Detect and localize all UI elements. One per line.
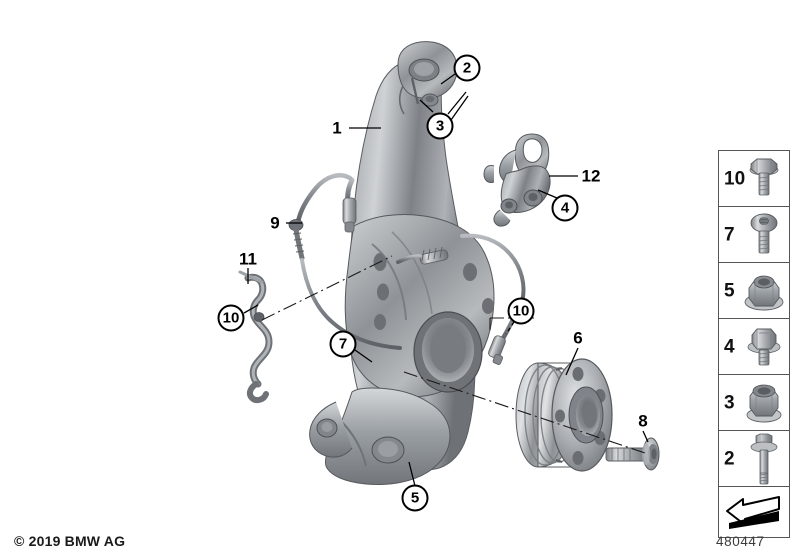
copyright-notice: © 2019 BMW AG — [14, 533, 126, 549]
diagram-part-number: 480447 — [716, 534, 765, 549]
legend-number-10: 10 — [724, 168, 746, 189]
legend-number-3: 3 — [724, 392, 735, 413]
callout-7: 7 — [329, 330, 357, 358]
legend-row-7: 7 — [719, 207, 789, 263]
legend-row-5: 5 — [719, 263, 789, 319]
callout-10-left: 10 — [217, 304, 245, 332]
hex-flange-nut-icon — [746, 384, 782, 422]
callout-10-right: 10 — [507, 297, 535, 325]
legend-row-2: 2 — [719, 431, 789, 487]
callout-1: 1 — [332, 118, 342, 138]
callout-6: 6 — [573, 328, 583, 348]
long-hex-bolt-icon — [750, 433, 778, 484]
hub-bolt — [605, 437, 660, 471]
callout-8: 8 — [638, 411, 648, 431]
legend-number-2: 2 — [724, 448, 735, 469]
steering-knuckle — [309, 41, 495, 485]
legend-row-10: 10 — [719, 151, 789, 207]
legend-number-4: 4 — [724, 336, 735, 357]
abs-wheel-speed-sensor — [288, 173, 402, 350]
legend-row-3: 3 — [719, 375, 789, 431]
sensor-cable-bracket — [238, 270, 273, 404]
leader-lines — [243, 73, 649, 487]
callout-2: 2 — [453, 54, 481, 82]
callout-12: 12 — [581, 166, 601, 186]
callout-9: 9 — [270, 213, 280, 233]
legend-number-5: 5 — [724, 280, 735, 301]
callout-4: 4 — [551, 194, 579, 222]
brake-hose-bracket — [483, 133, 551, 227]
callout-11: 11 — [239, 249, 257, 269]
direction-arrow-icon — [726, 496, 780, 529]
flange-nut-icon — [744, 275, 784, 310]
callout-3: 3 — [426, 112, 454, 140]
wheel-hub-bearing — [515, 358, 613, 472]
hardware-legend-panel: 10 7 — [718, 150, 790, 538]
legend-number-7: 7 — [724, 224, 735, 245]
callout-5: 5 — [401, 484, 429, 512]
legend-row-direction-arrow — [719, 487, 789, 537]
hex-flange-bolt-short-icon — [747, 328, 781, 365]
legend-row-4: 4 — [719, 319, 789, 375]
hex-flange-bolt-icon — [749, 158, 779, 195]
torx-pan-head-bolt-icon — [750, 213, 778, 253]
